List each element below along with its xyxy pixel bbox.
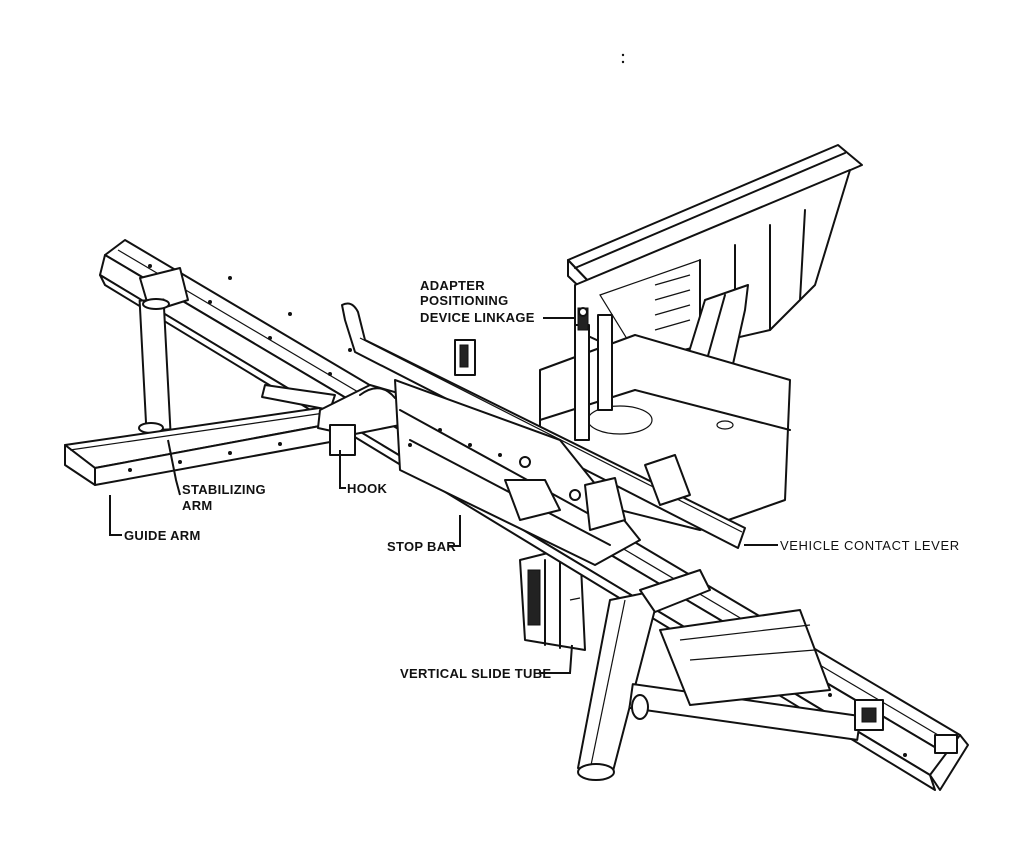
vertical-slide-tube-label: VERTICAL SLIDE TUBE bbox=[400, 666, 551, 681]
hook-leader bbox=[339, 450, 346, 489]
hook-label: HOOK bbox=[347, 481, 388, 496]
stabilizing-arm-label-line2: ARM bbox=[182, 498, 213, 513]
stabilizing-arm-leader bbox=[167, 439, 181, 496]
stop-bar-label: STOP BAR bbox=[387, 539, 456, 554]
lower-strut bbox=[628, 609, 884, 741]
guide-arm bbox=[64, 404, 353, 486]
callout-labels: ADAPTER POSITIONING DEVICE LINKAGE STABI… bbox=[124, 278, 960, 681]
hook-assembly bbox=[261, 384, 406, 456]
stabilizing-arm-label-line1: STABILIZING bbox=[182, 482, 266, 497]
adapter-label-line1: ADAPTER bbox=[420, 278, 485, 293]
adapter-label-line2: POSITIONING bbox=[420, 293, 509, 308]
carriage bbox=[394, 339, 691, 566]
vehicle-contact-lever-label: VEHICLE CONTACT LEVER bbox=[780, 538, 960, 553]
vertical-slide-tube-leader bbox=[540, 644, 573, 674]
vertical-slide-tube bbox=[577, 569, 711, 781]
guide-arm-label: GUIDE ARM bbox=[124, 528, 201, 543]
leader-lines bbox=[109, 317, 778, 674]
stop-bar-leader bbox=[448, 515, 461, 547]
guide-arm-leader bbox=[109, 495, 122, 536]
stabilizing-arm bbox=[138, 267, 189, 434]
adapter-label-line3: DEVICE LINKAGE bbox=[420, 310, 535, 325]
